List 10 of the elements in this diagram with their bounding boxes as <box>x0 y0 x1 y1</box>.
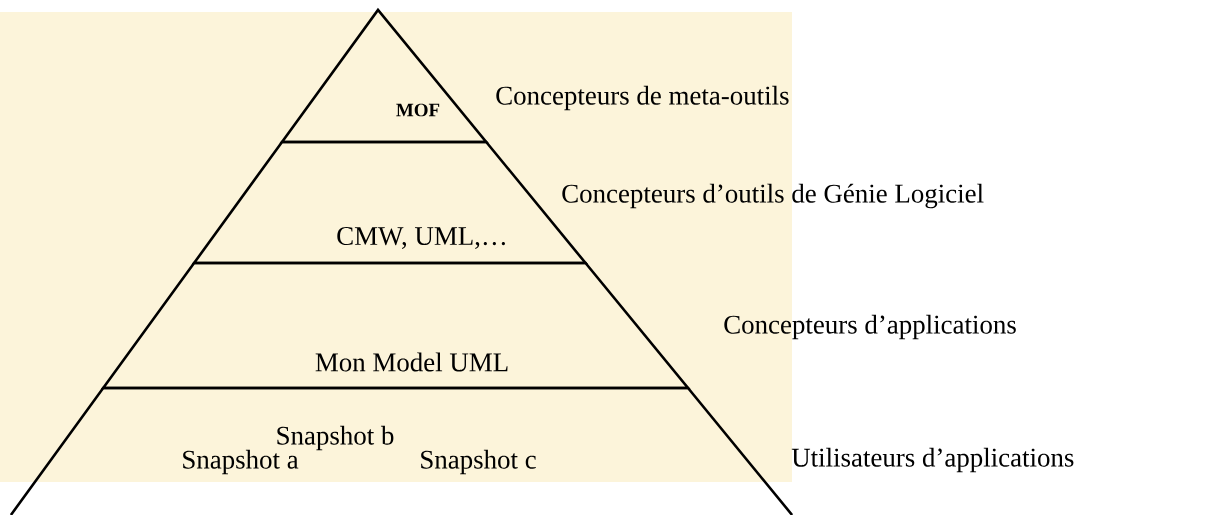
level-text: Snapshot a <box>183 449 299 475</box>
level-text: CMW, UML,… <box>337 227 505 249</box>
level-caption: Concepteurs d’outils de Génie Logiciel <box>562 183 984 209</box>
level-caption: Concepteurs d’applications <box>724 314 1016 340</box>
level-caption: Concepteurs de meta-outils <box>496 85 789 111</box>
level-caption: Utilisateurs d’applications <box>791 447 1074 473</box>
level-text: Snapshot c <box>421 449 536 475</box>
level-text: Snapshot b <box>277 425 394 451</box>
level-text: MOF <box>396 103 440 117</box>
level-text: Mon Model UML <box>315 352 508 372</box>
